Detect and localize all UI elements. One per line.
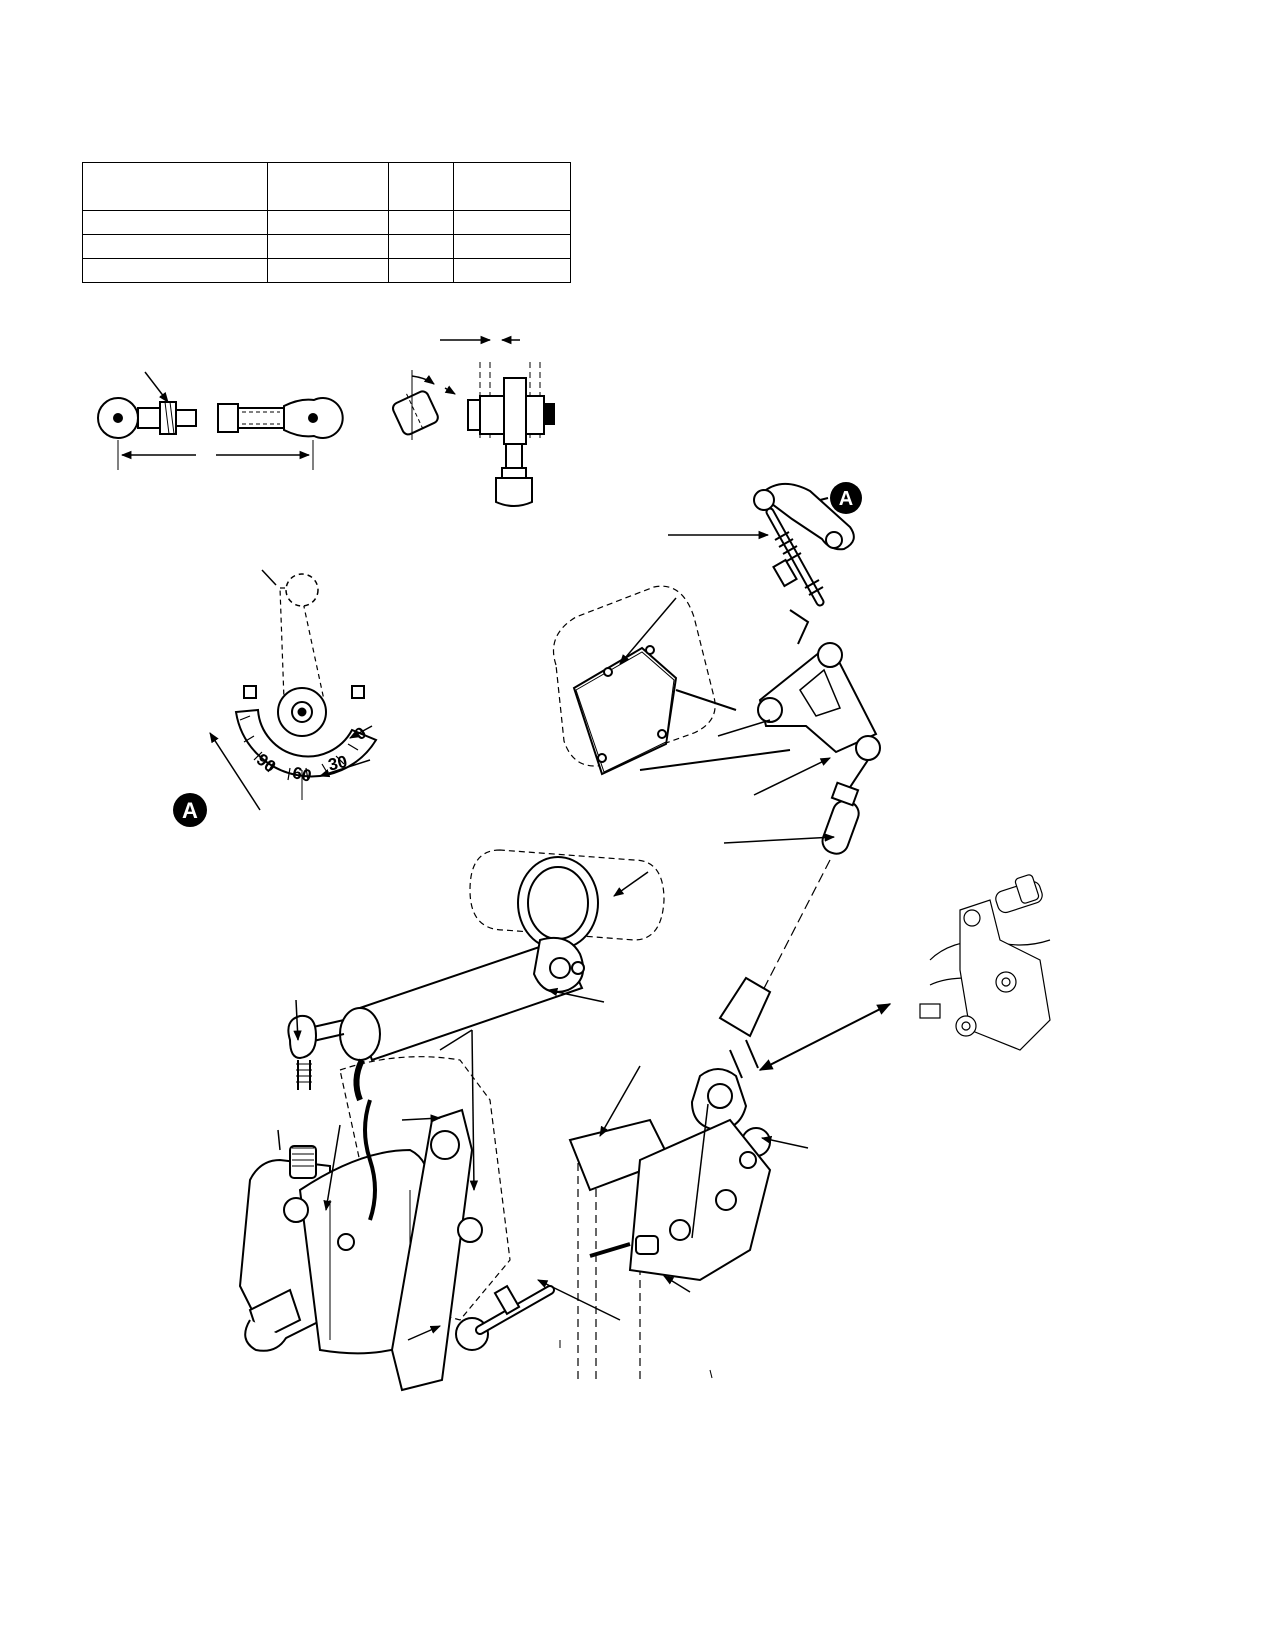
table-cell <box>388 162 454 211</box>
table-cell <box>267 258 389 283</box>
table-cell <box>82 258 268 283</box>
pedal-bracket-assembly <box>568 976 892 1380</box>
callout-a-badge: A <box>173 793 207 827</box>
pedal-bracket-inset <box>919 874 1051 1051</box>
reference-ticks <box>559 1340 713 1379</box>
callout-a-label: A <box>182 798 198 823</box>
callout-a-badge: A <box>802 482 862 514</box>
gearbox-assembly <box>238 1029 621 1392</box>
spec-table <box>82 162 571 283</box>
table-row <box>82 210 571 235</box>
rod-end-detail <box>97 371 344 470</box>
table-cell <box>453 258 571 283</box>
scale-label: 30 <box>326 752 349 775</box>
scale-detail <box>209 569 378 811</box>
table-cell <box>267 210 389 235</box>
table-cell <box>388 234 454 259</box>
table-cell <box>453 234 571 259</box>
scale-label: 60 <box>291 763 314 786</box>
table-cell <box>82 234 268 259</box>
table-row <box>82 234 571 259</box>
callout-a-label: A <box>839 488 853 510</box>
clamp-detail <box>391 335 555 507</box>
table-row <box>82 258 571 283</box>
ring-arm-assembly <box>287 849 665 1090</box>
upper-linkage <box>552 483 881 1001</box>
